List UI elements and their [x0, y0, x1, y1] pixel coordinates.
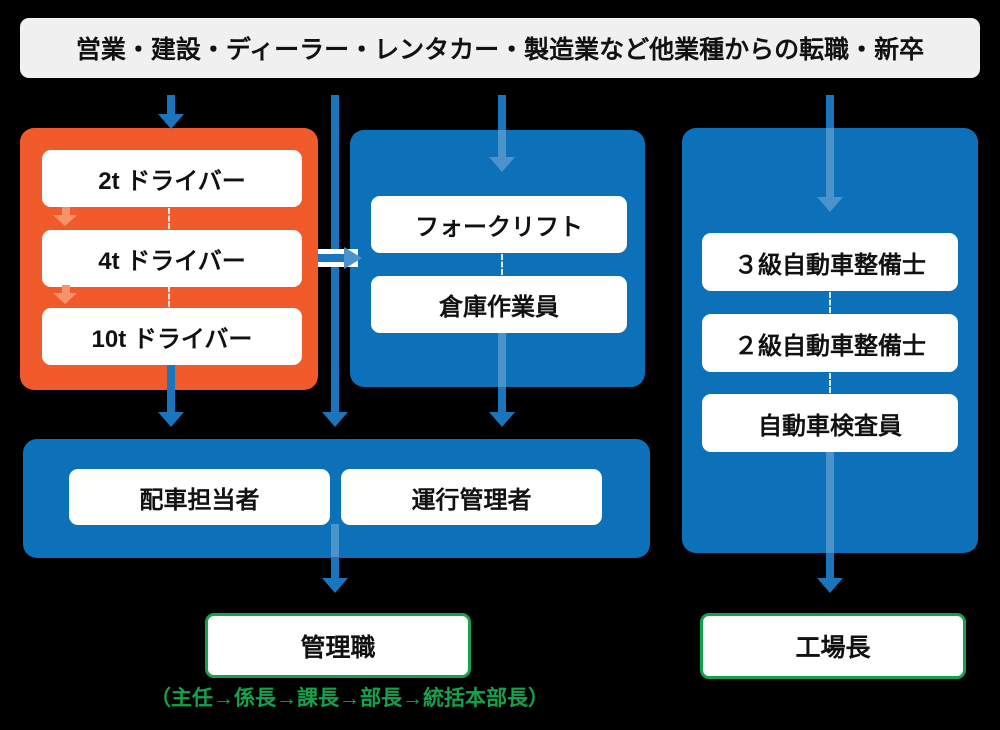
dashed-divider — [168, 208, 170, 229]
arrow-banner-to-operations-head — [322, 412, 348, 427]
node-operation-manager: 運行管理者 — [341, 469, 602, 525]
dashed-divider — [168, 286, 170, 307]
arrow-banner-to-drivers-shaft — [167, 95, 175, 115]
arrow-mechanics-to-factory-shaft — [826, 553, 834, 578]
arrow-warehouse-to-operations-inner-shaft — [498, 333, 506, 387]
arrow-driver-to-warehouse-head — [344, 247, 362, 269]
arrow-banner-to-warehouse-shaft — [498, 95, 506, 130]
node-dispatch-staff: 配車担当者 — [69, 469, 330, 525]
node-forklift: フォークリフト — [371, 196, 627, 253]
arrow-mechanics-to-factory-head — [817, 578, 843, 593]
node-2t-driver: 2t ドライバー — [42, 150, 302, 207]
management-ladder-note: （主任→係長→課長→部長→統括本部長） — [150, 687, 549, 710]
factory-manager-goal-box: 工場長 — [700, 613, 966, 679]
node-4t-driver: 4t ドライバー — [42, 230, 302, 287]
arrow-mechanics-to-factory-inner-shaft — [826, 452, 834, 553]
arrow-warehouse-to-operations-shaft — [498, 387, 506, 412]
node-10t-driver: 10t ドライバー — [42, 308, 302, 365]
dashed-divider — [829, 292, 831, 313]
arrow-banner-to-warehouse-head — [489, 157, 515, 172]
mini-arrow-2t-to-4t-shaft — [62, 207, 70, 216]
arrow-banner-to-mechanics-head — [817, 197, 843, 212]
dashed-divider — [501, 254, 503, 275]
warehouse-group — [350, 130, 645, 387]
node-vehicle-inspector: 自動車検査員 — [702, 394, 958, 452]
management-goal-box: 管理職 — [205, 613, 471, 678]
arrow-warehouse-to-operations-head — [489, 412, 515, 427]
source-banner: 営業・建設・ディーラー・レンタカー・製造業など他業種からの転職・新卒 — [20, 18, 980, 78]
node-2nd-class-mechanic: ２級自動車整備士 — [702, 314, 958, 372]
arrow-operations-to-management-inner-shaft — [331, 524, 339, 557]
node-warehouse-worker: 倉庫作業員 — [371, 276, 627, 333]
mini-arrow-2t-to-4t-head — [53, 215, 77, 226]
arrow-driver-to-warehouse-shaft — [318, 254, 346, 262]
arrow-operations-to-management-shaft — [331, 557, 339, 579]
arrow-banner-to-warehouse-inner-shaft — [498, 130, 506, 158]
arrow-drivers-to-operations-head — [158, 412, 184, 427]
arrow-banner-to-drivers-head — [158, 114, 184, 129]
arrow-drivers-to-operations-shaft — [167, 365, 175, 412]
arrow-banner-to-mechanics-shaft — [826, 95, 834, 128]
dashed-divider — [829, 373, 831, 393]
mini-arrow-4t-to-10t-shaft — [62, 285, 70, 294]
arrow-banner-to-mechanics-inner-shaft — [826, 128, 834, 198]
node-3rd-class-mechanic: ３級自動車整備士 — [702, 233, 958, 291]
arrow-operations-to-management-head — [322, 578, 348, 593]
mini-arrow-4t-to-10t-head — [53, 293, 77, 304]
